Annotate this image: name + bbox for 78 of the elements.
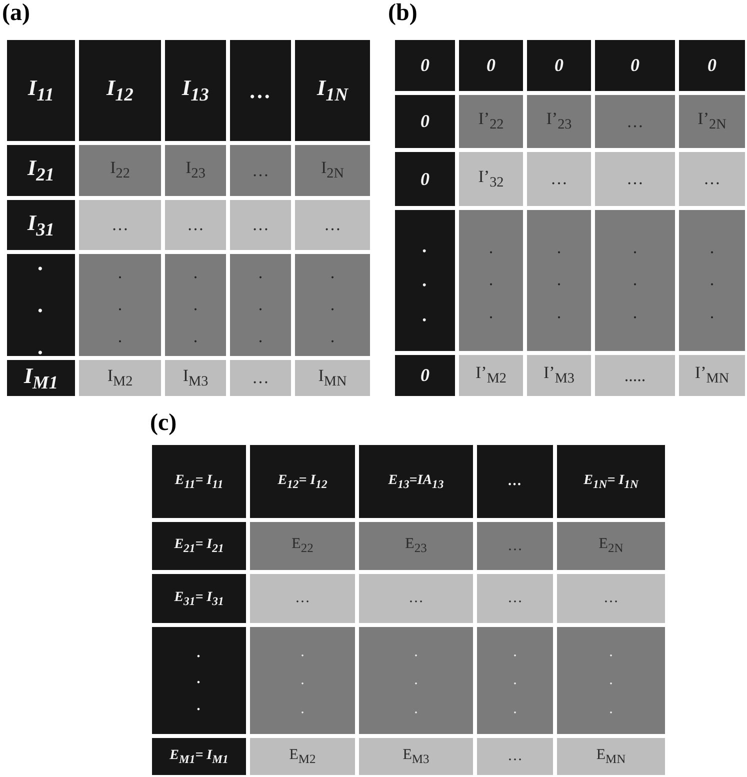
data-cell: I’$_{32}$ xyxy=(459,152,523,206)
data-cell: … xyxy=(295,200,370,250)
data-cell: I$_{2N}$ xyxy=(295,145,370,196)
data-cell: E$_{23}$ xyxy=(359,522,473,570)
data-cell: . . . xyxy=(165,254,226,356)
header-cell: . . . xyxy=(152,627,246,734)
panel-label: (a) xyxy=(2,0,30,27)
data-cell: . . . xyxy=(250,627,355,734)
panel-label: (c) xyxy=(150,410,177,437)
header-cell: E$_{11}$= I$_{11}$ xyxy=(152,445,246,518)
header-cell: E$_{13}$=IA$_{13}$ xyxy=(359,445,473,518)
data-cell: I$_{23}$ xyxy=(165,145,226,196)
header-cell: I$_{M1}$ xyxy=(7,360,75,396)
data-cell: … xyxy=(477,574,553,623)
data-cell: . . . xyxy=(459,210,523,351)
data-cell: E$_{M3}$ xyxy=(359,738,473,775)
data-cell: I$_{MN}$ xyxy=(295,360,370,396)
data-cell: . . . xyxy=(477,627,553,734)
header-cell: 0 xyxy=(395,152,455,206)
data-cell: … xyxy=(79,200,161,250)
data-cell: I$_{M3}$ xyxy=(165,360,226,396)
data-cell: . . . xyxy=(527,210,591,351)
data-cell: . . . xyxy=(557,627,665,734)
data-cell: I’$_{23}$ xyxy=(527,95,591,148)
header-cell: E$_{31}$= I$_{31}$ xyxy=(152,574,246,623)
data-cell: … xyxy=(250,574,355,623)
data-cell: E$_{22}$ xyxy=(250,522,355,570)
header-cell: I$_{21}$ xyxy=(7,145,75,196)
header-cell: 0 xyxy=(459,40,523,91)
header-cell: E$_{1N}$= I$_{1N}$ xyxy=(557,445,665,518)
data-cell: I’$_{22}$ xyxy=(459,95,523,148)
data-cell: … xyxy=(595,152,675,206)
header-cell: 0 xyxy=(395,95,455,148)
header-cell: I$_{1N}$ xyxy=(295,40,370,141)
data-cell: … xyxy=(165,200,226,250)
data-cell: … xyxy=(230,200,291,250)
data-cell: . . . xyxy=(230,254,291,356)
data-cell: I’$_{MN}$ xyxy=(679,355,745,396)
header-cell: 0 xyxy=(527,40,591,91)
data-cell: … xyxy=(557,574,665,623)
header-cell: . . . xyxy=(395,210,455,351)
header-cell: I$_{13}$ xyxy=(165,40,226,141)
header-cell: I$_{12}$ xyxy=(79,40,161,141)
data-cell: E$_{M2}$ xyxy=(250,738,355,775)
data-cell: E$_{MN}$ xyxy=(557,738,665,775)
data-cell: … xyxy=(230,360,291,396)
data-cell: … xyxy=(527,152,591,206)
header-cell: 0 xyxy=(395,355,455,396)
data-cell: . . . xyxy=(679,210,745,351)
header-cell: 0 xyxy=(595,40,675,91)
data-cell: … xyxy=(477,738,553,775)
header-cell: E$_{M1}$= I$_{M1}$ xyxy=(152,738,246,775)
header-cell: E$_{12}$= I$_{12}$ xyxy=(250,445,355,518)
data-cell: I’$_{M2}$ xyxy=(459,355,523,396)
data-cell: . . . xyxy=(79,254,161,356)
data-cell: … xyxy=(679,152,745,206)
data-cell: I$_{22}$ xyxy=(79,145,161,196)
data-cell: E$_{2N}$ xyxy=(557,522,665,570)
header-cell: I$_{31}$ xyxy=(7,200,75,250)
panel-label: (b) xyxy=(388,0,418,27)
header-cell: 0 xyxy=(395,40,455,91)
header-cell: … xyxy=(477,445,553,518)
data-cell: I$_{M2}$ xyxy=(79,360,161,396)
data-cell: . . . xyxy=(595,210,675,351)
data-cell: … xyxy=(230,145,291,196)
data-cell: . . . xyxy=(359,627,473,734)
data-cell: … xyxy=(359,574,473,623)
data-cell: ..... xyxy=(595,355,675,396)
data-cell: … xyxy=(477,522,553,570)
header-cell: E$_{21}$= I$_{21}$ xyxy=(152,522,246,570)
header-cell: … xyxy=(230,40,291,141)
data-cell: I’$_{2N}$ xyxy=(679,95,745,148)
data-cell: I’$_{M3}$ xyxy=(527,355,591,396)
data-cell: . . . xyxy=(295,254,370,356)
header-cell: 0 xyxy=(679,40,745,91)
header-cell: . . . xyxy=(7,254,75,356)
header-cell: I$_{11}$ xyxy=(7,40,75,141)
data-cell: … xyxy=(595,95,675,148)
